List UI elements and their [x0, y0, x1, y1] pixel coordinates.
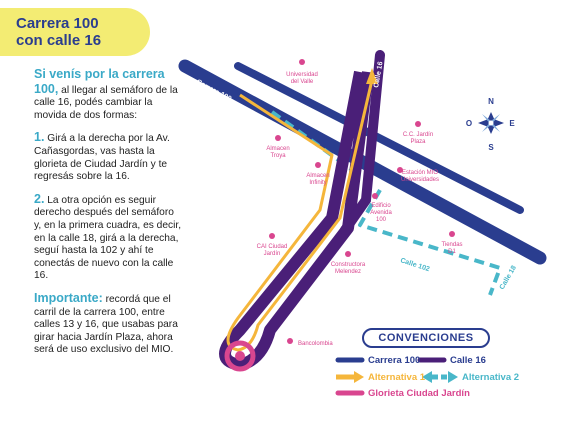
- intro-paragraph: Si venís por la carrera 100, al llegar a…: [34, 68, 182, 122]
- place-almacen-troya: Almacen Troya: [266, 135, 290, 159]
- legend-alt2-label: Alternativa 2: [462, 372, 520, 383]
- option2-text: La otra opción es seguir derecho después…: [34, 194, 182, 282]
- instructions-text: Si venís por la carrera 100, al llegar a…: [34, 68, 182, 366]
- svg-text:Edificio: Edificio: [371, 203, 391, 209]
- alternativa1-arrow: [366, 68, 378, 84]
- svg-text:CAI Ciudad: CAI Ciudad: [257, 244, 288, 250]
- svg-text:Constructora: Constructora: [331, 262, 366, 268]
- option2-number: 2.: [34, 191, 45, 206]
- svg-text:100: 100: [376, 217, 387, 223]
- calle16-road-branch: [340, 50, 385, 235]
- compass-east: E: [509, 119, 515, 128]
- svg-text:Universidad: Universidad: [286, 72, 318, 78]
- title-box: Carrera 100 con calle 16: [0, 8, 150, 56]
- svg-text:Avenida: Avenida: [370, 210, 392, 216]
- intro-lead: Si venís por la carrera 100,: [34, 67, 165, 96]
- legend-alt1-label: Alternativa 1: [368, 372, 426, 383]
- svg-text:Troya: Troya: [270, 153, 286, 159]
- option1-text: Girá a la derecha por la Av. Cañasgordas…: [34, 133, 170, 183]
- place-universidad: Universidad del Valle: [286, 59, 318, 85]
- legend-alt1-arrow-icon: [336, 371, 364, 383]
- svg-text:C.C. Jardín: C.C. Jardín: [403, 132, 433, 138]
- place-almacen-infinity: Almacen Infinity: [306, 162, 330, 186]
- legend-title: CONVENCIONES: [362, 328, 490, 348]
- svg-text:Melendez: Melendez: [335, 269, 361, 275]
- alternativa2-route: [358, 189, 502, 296]
- place-edificio-avenida: Edificio Avenida 100: [370, 193, 392, 223]
- svg-text:Jardín: Jardín: [264, 251, 281, 257]
- label-calle16: Calle 16: [373, 61, 385, 88]
- title-line-1: Carrera 100: [16, 15, 99, 32]
- svg-text:Plaza: Plaza: [410, 139, 426, 145]
- svg-text:del Valle: del Valle: [291, 79, 314, 85]
- place-cc-jardin-plaza: C.C. Jardín Plaza: [403, 121, 433, 145]
- intro-rest: al llegar al semáforo de la calle 16, po…: [34, 84, 178, 121]
- place-tiendas-d1: Tiendas D1: [441, 231, 463, 255]
- important-label: Importante:: [34, 290, 103, 305]
- option1-number: 1.: [34, 130, 45, 145]
- legend-carrera100-label: Carrera 100: [368, 355, 421, 366]
- compass-west: O: [466, 119, 472, 128]
- glorieta-center: [235, 351, 245, 361]
- important-text: recordá que el carril de la carrera 100,…: [34, 293, 178, 356]
- place-estacion-mio: Estación MIO Universidades: [397, 167, 439, 183]
- place-constructora: Constructora Melendez: [331, 251, 366, 275]
- legend-alt2-arrow-icon: [422, 371, 458, 383]
- compass-rose-icon: [478, 112, 504, 134]
- place-bancolombia: Bancolombia: [287, 338, 333, 347]
- option1-paragraph: 1. Girá a la derecha por la Av. Cañasgor…: [34, 131, 182, 183]
- label-calle18: Calle 18: [499, 264, 518, 291]
- calle16-road: [219, 70, 374, 371]
- compass-south: S: [488, 143, 494, 152]
- svg-text:Estación MIO: Estación MIO: [402, 170, 438, 176]
- option2-paragraph: 2. La otra opción es seguir derecho desp…: [34, 191, 182, 283]
- legend-calle16-label: Calle 16: [450, 355, 486, 366]
- svg-text:Bancolombia: Bancolombia: [298, 341, 333, 347]
- important-paragraph: Importante: recordá que el carril de la …: [34, 292, 182, 357]
- svg-text:Infinity: Infinity: [309, 180, 326, 186]
- place-cai-ciudad-jardin: CAI Ciudad Jardín: [257, 233, 288, 257]
- svg-text:Tiendas: Tiendas: [441, 242, 462, 248]
- title-line-2: con calle 16: [16, 32, 102, 49]
- carrera100-road-lower: [234, 62, 524, 214]
- svg-text:Almacen: Almacen: [266, 146, 289, 152]
- svg-text:D1: D1: [448, 249, 456, 255]
- label-calle102: Calle 102: [399, 257, 430, 273]
- alternativa1-route: [226, 79, 374, 352]
- svg-text:Almacen: Almacen: [306, 173, 329, 179]
- compass-north: N: [488, 97, 494, 106]
- svg-text:Universidades: Universidades: [401, 177, 439, 183]
- legend-glorieta-label: Glorieta Ciudad Jardín: [368, 388, 470, 399]
- glorieta-ring: [224, 340, 256, 372]
